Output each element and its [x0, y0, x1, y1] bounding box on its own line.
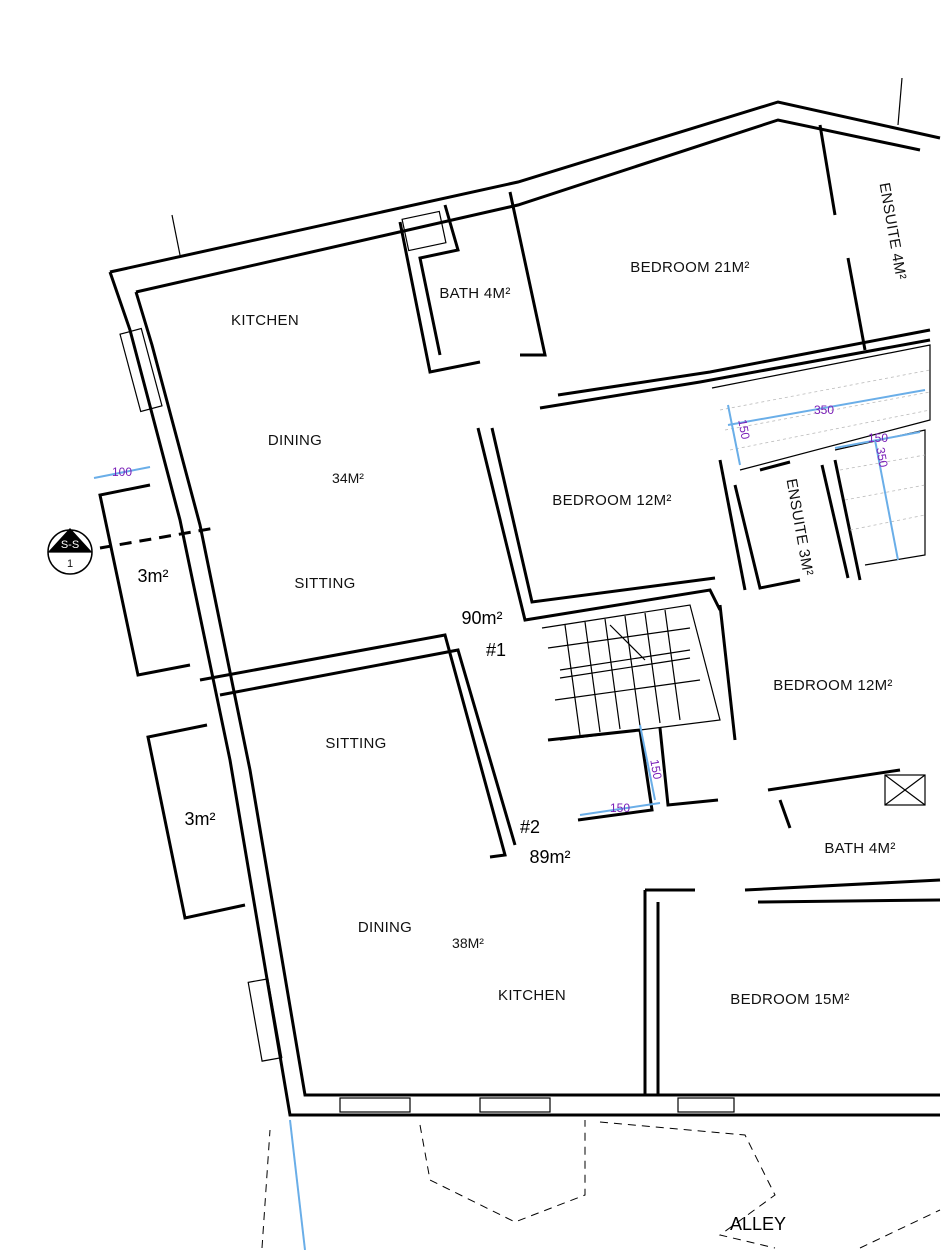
balcony-area-2: 3m²: [185, 809, 216, 829]
room-bath-1: BATH 4M²: [439, 285, 510, 302]
room-labels: KITCHEN DINING 34M² SITTING BATH 4M² BED…: [231, 181, 909, 1008]
unit1-area: 90m²: [461, 608, 502, 628]
room-bedroom-12a: BEDROOM 12M²: [552, 492, 671, 509]
dim-150-d: 150: [610, 801, 630, 815]
room-sitting-unit2: SITTING: [325, 735, 386, 752]
staircase: [541, 604, 721, 741]
dim-350-b: 350: [873, 446, 890, 468]
dim-150-a: 150: [735, 418, 752, 440]
area-unit2-living: 38M²: [452, 935, 484, 951]
unit2-area: 89m²: [529, 847, 570, 867]
unit2-id: #2: [520, 817, 540, 837]
room-kitchen-unit1: KITCHEN: [231, 312, 299, 329]
interior-walls: [199, 124, 941, 1095]
street-outline: [261, 1120, 941, 1249]
room-ensuite-3: ENSUITE 3M²: [783, 477, 817, 577]
tiled-area: [711, 344, 931, 566]
dim-350-a: 350: [814, 403, 834, 417]
room-dining-unit1: DINING: [268, 432, 322, 449]
room-sitting-unit1: SITTING: [294, 575, 355, 592]
dimension-lines: [93, 389, 926, 1250]
dim-150-c: 150: [647, 758, 664, 780]
room-ensuite-4: ENSUITE 4M²: [876, 181, 910, 281]
room-dining-unit2: DINING: [358, 919, 412, 936]
dim-100: 100: [112, 465, 132, 479]
balconies: [98, 483, 246, 920]
room-kitchen-unit2: KITCHEN: [498, 987, 566, 1004]
section-marker: S-S 1: [47, 526, 216, 575]
room-bedroom-15: BEDROOM 15M²: [730, 991, 849, 1008]
area-labels: 3m² 3m² 90m² #1 #2 89m²: [138, 566, 571, 867]
room-bedroom-12b: BEDROOM 12M²: [773, 677, 892, 694]
windows: [119, 327, 735, 1113]
section-label-top: S-S: [61, 539, 79, 551]
street-label: ALLEY: [730, 1214, 786, 1234]
room-bath-2: BATH 4M²: [824, 840, 895, 857]
balcony-area-1: 3m²: [138, 566, 169, 586]
unit1-id: #1: [486, 640, 506, 660]
area-unit1-living: 34M²: [332, 470, 364, 486]
section-label-bottom: 1: [67, 558, 73, 570]
room-bedroom-21: BEDROOM 21M²: [630, 259, 749, 276]
dim-150-b: 150: [868, 431, 888, 445]
dimension-labels: 100 150 350 150 350 150 150: [112, 403, 891, 815]
outer-walls: [108, 77, 941, 1117]
